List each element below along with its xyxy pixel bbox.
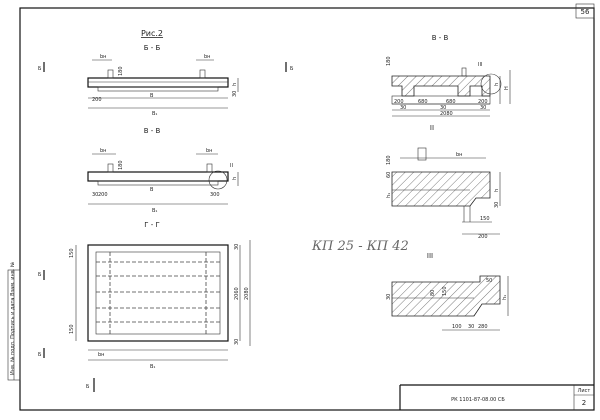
section-vv: В - В bн bн 180 II h 30 200 B 300 B₁ <box>87 127 239 214</box>
svg-text:B: B <box>150 93 154 99</box>
svg-text:200: 200 <box>394 99 404 105</box>
svg-text:2060: 2060 <box>234 287 240 300</box>
figure-title: Рис.2 <box>141 29 163 38</box>
svg-text:180: 180 <box>386 56 392 66</box>
svg-text:30: 30 <box>234 244 240 250</box>
svg-text:30: 30 <box>386 294 392 300</box>
svg-text:bн: bн <box>98 352 104 358</box>
sheet-frame <box>19 7 595 411</box>
svg-text:h: h <box>494 189 500 192</box>
svg-text:Б: Б <box>38 272 42 278</box>
page-number: 56 <box>581 8 590 16</box>
side-stamp: Инв. № подл. Подпись и дата Взам. инв. № <box>7 261 21 381</box>
handwritten-note: КП 25 - КП 42 <box>311 239 409 254</box>
svg-text:180: 180 <box>386 155 392 165</box>
page-number-box <box>575 3 595 19</box>
svg-text:2080: 2080 <box>244 287 250 300</box>
plan-gg-label: Г - Г <box>144 221 160 229</box>
svg-text:bн: bн <box>456 152 462 158</box>
svg-text:200: 200 <box>478 234 488 240</box>
stamp-code: РК 1101-87-08.00 СБ <box>451 397 505 403</box>
section-right-top: В - В 180 III h H 200 680 680 200 30 30 … <box>386 34 511 117</box>
svg-text:30: 30 <box>468 324 474 330</box>
svg-text:2080: 2080 <box>440 111 453 117</box>
svg-text:80: 80 <box>430 290 436 296</box>
svg-text:h₁: h₁ <box>502 295 508 300</box>
svg-text:Б: Б <box>86 384 90 390</box>
svg-text:bн: bн <box>204 54 210 60</box>
svg-text:300: 300 <box>210 192 220 198</box>
svg-text:III: III <box>478 62 482 68</box>
node-iii-label: III <box>427 252 433 260</box>
stamp-sheet-number: 2 <box>582 399 586 407</box>
svg-text:200: 200 <box>478 99 488 105</box>
svg-text:180: 180 <box>118 160 124 170</box>
node-ii: II bн 180 60 h₁ h 30 150 200 <box>386 124 501 240</box>
section-bb: Б - Б bн bн 180 h 30 200 B B₁ Б Б <box>38 44 294 117</box>
svg-text:150: 150 <box>442 286 448 296</box>
svg-text:bн: bн <box>100 54 106 60</box>
section-right-top-label: В - В <box>432 34 449 42</box>
svg-text:Б: Б <box>38 352 42 358</box>
title-block: РК 1101-87-08.00 СБ Лист 2 <box>399 384 594 410</box>
svg-text:B₁: B₁ <box>152 208 157 214</box>
svg-text:h: h <box>232 177 238 180</box>
svg-text:150: 150 <box>69 324 75 334</box>
svg-text:h: h <box>232 83 238 86</box>
section-vv-label: В - В <box>144 127 161 135</box>
svg-text:680: 680 <box>418 99 428 105</box>
svg-text:200: 200 <box>98 192 108 198</box>
svg-text:100: 100 <box>452 324 462 330</box>
svg-text:30: 30 <box>400 105 406 111</box>
svg-text:bн: bн <box>100 148 106 154</box>
svg-text:B₁: B₁ <box>150 364 155 370</box>
node-ii-label: II <box>430 124 434 132</box>
svg-text:30: 30 <box>494 202 500 208</box>
svg-text:II: II <box>230 163 233 169</box>
svg-text:30: 30 <box>440 105 446 111</box>
svg-text:h: h <box>494 83 500 86</box>
node-iii: III 30 80 150 100 30 280 50 h₁ <box>386 252 509 331</box>
svg-text:150: 150 <box>69 248 75 258</box>
svg-text:680: 680 <box>446 99 456 105</box>
section-bb-label: Б - Б <box>144 44 161 52</box>
svg-text:B: B <box>150 187 154 193</box>
side-stamp-text: Инв. № подл. Подпись и дата Взам. инв. № <box>10 261 16 375</box>
svg-text:150: 150 <box>480 216 490 222</box>
stamp-sheet-label: Лист <box>578 388 591 394</box>
svg-text:50: 50 <box>486 278 492 284</box>
svg-text:30: 30 <box>92 192 98 198</box>
svg-text:30: 30 <box>234 339 240 345</box>
svg-text:60: 60 <box>386 172 392 178</box>
svg-text:Б: Б <box>290 66 294 72</box>
plan-gg: Г - Г 150 150 2060 2080 30 30 bн B₁ Б Б … <box>38 221 251 392</box>
svg-text:200: 200 <box>92 97 102 103</box>
svg-text:B₁: B₁ <box>152 111 157 117</box>
svg-text:30: 30 <box>480 105 486 111</box>
svg-text:bн: bн <box>206 148 212 154</box>
svg-text:30: 30 <box>232 91 238 97</box>
svg-text:Б: Б <box>38 66 42 72</box>
svg-text:180: 180 <box>118 66 124 76</box>
svg-text:H: H <box>504 86 510 90</box>
svg-text:280: 280 <box>478 324 488 330</box>
svg-text:h₁: h₁ <box>386 193 392 198</box>
